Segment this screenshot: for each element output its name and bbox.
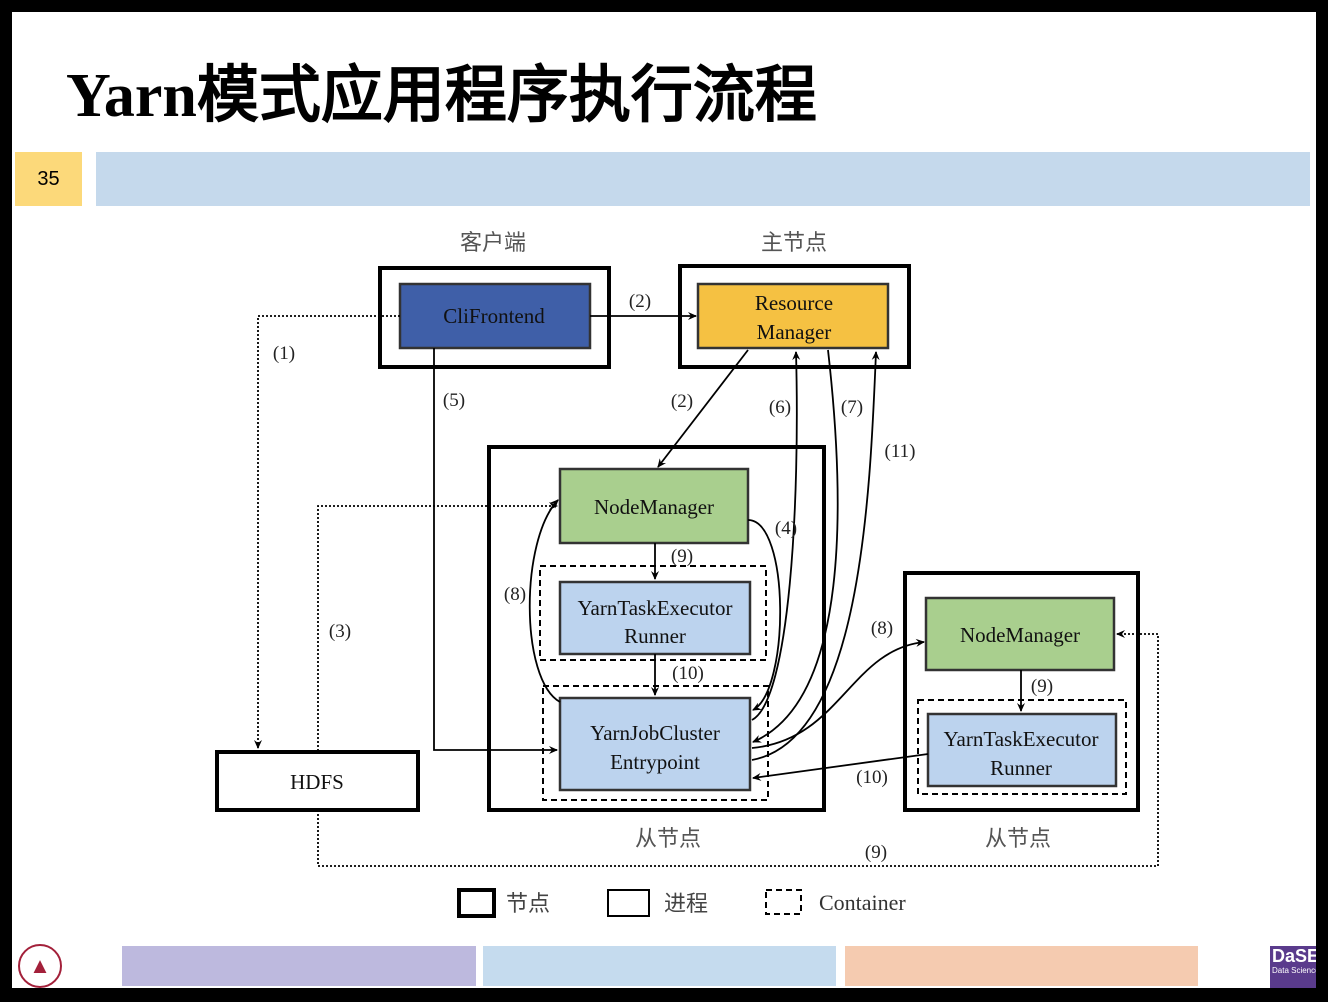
legend: 节点 进程 Container bbox=[457, 888, 906, 918]
resource-manager-box bbox=[696, 282, 890, 350]
university-seal-logo: ▲ bbox=[18, 944, 62, 988]
yter1-label-2: Runner bbox=[624, 624, 686, 648]
yter2-label-2: Runner bbox=[990, 756, 1052, 780]
client-node bbox=[378, 266, 611, 369]
footer-bar-orange bbox=[845, 946, 1198, 986]
task-executor-2-box bbox=[926, 712, 1118, 788]
legend-container-label: Container bbox=[819, 890, 906, 915]
edge-4-label: (4) bbox=[775, 518, 797, 539]
rm-label-1: Resource bbox=[755, 291, 833, 315]
yter1-label-1: YarnTaskExecutor bbox=[577, 596, 732, 620]
legend-process-swatch bbox=[607, 889, 650, 917]
edge-5-label: (5) bbox=[443, 390, 465, 411]
cli-frontend-label: CliFrontend bbox=[443, 304, 545, 328]
dase-logo: DaSE Data Science & Engineering bbox=[1270, 946, 1316, 988]
legend-node-swatch bbox=[457, 888, 496, 918]
container-1 bbox=[539, 565, 767, 661]
edge-7-label: (7) bbox=[841, 397, 863, 418]
edge-1-label: (1) bbox=[273, 343, 295, 364]
edge-4 bbox=[747, 519, 782, 711]
edge-9c-label: (9) bbox=[865, 842, 887, 863]
dase-logo-text: DaSE bbox=[1272, 946, 1316, 966]
edge-3 bbox=[317, 502, 558, 751]
legend-process-label: 进程 bbox=[664, 891, 708, 916]
legend-node-label: 节点 bbox=[506, 891, 550, 916]
edge-6-label: (6) bbox=[769, 397, 791, 418]
edge-7 bbox=[752, 349, 839, 743]
dase-logo-subtext: Data Science & Engineering bbox=[1272, 966, 1316, 975]
edge-8a-label: (8) bbox=[504, 584, 526, 605]
edge-9b-label: (9) bbox=[1031, 676, 1053, 697]
page-number: 35 bbox=[15, 152, 82, 206]
footer-bar-purple bbox=[122, 946, 476, 986]
edge-11-label: (11) bbox=[885, 441, 916, 462]
edge-10a-label: (10) bbox=[672, 663, 704, 684]
yjce-label-2: Entrypoint bbox=[610, 750, 700, 774]
edge-8b bbox=[751, 638, 925, 749]
node-manager-2-box bbox=[924, 596, 1116, 672]
edge-2a-label: (2) bbox=[629, 291, 651, 312]
yjce-label-1: YarnJobCluster bbox=[590, 721, 720, 745]
edge-10b bbox=[752, 753, 929, 781]
nm2-label: NodeManager bbox=[960, 623, 1080, 647]
edge-1 bbox=[254, 315, 400, 749]
nm1-label: NodeManager bbox=[594, 495, 714, 519]
edge-3-label: (3) bbox=[329, 621, 351, 642]
edge-10b-label: (10) bbox=[856, 767, 888, 788]
group-slave1-label: 从节点 bbox=[635, 826, 701, 851]
slave-node-2 bbox=[903, 571, 1140, 812]
edge-2b-label: (2) bbox=[671, 391, 693, 412]
header-bar bbox=[96, 152, 1310, 206]
hdfs-label: HDFS bbox=[290, 770, 344, 794]
slide-title: Yarn模式应用程序执行流程 bbox=[66, 62, 817, 130]
edge-6 bbox=[751, 351, 801, 721]
cli-frontend-box bbox=[398, 282, 592, 350]
edge-11 bbox=[751, 351, 880, 761]
container-3 bbox=[917, 699, 1127, 795]
rm-label-2: Manager bbox=[757, 320, 832, 344]
edge-8b-label: (8) bbox=[871, 618, 893, 639]
slave-node-1 bbox=[487, 445, 826, 812]
legend-container-swatch bbox=[765, 889, 802, 915]
node-manager-1-box bbox=[558, 467, 750, 545]
footer-bar-blue bbox=[483, 946, 836, 986]
group-slave2-label: 从节点 bbox=[985, 826, 1051, 851]
edge-9c bbox=[317, 630, 1159, 867]
job-entrypoint-box bbox=[558, 696, 752, 792]
edge-9a-label: (9) bbox=[671, 546, 693, 567]
group-client-label: 客户端 bbox=[460, 230, 526, 255]
edge-2b bbox=[657, 349, 749, 468]
edge-8a bbox=[528, 499, 561, 703]
group-master-label: 主节点 bbox=[761, 230, 827, 255]
yter2-label-1: YarnTaskExecutor bbox=[943, 727, 1098, 751]
edge-5 bbox=[433, 348, 558, 754]
